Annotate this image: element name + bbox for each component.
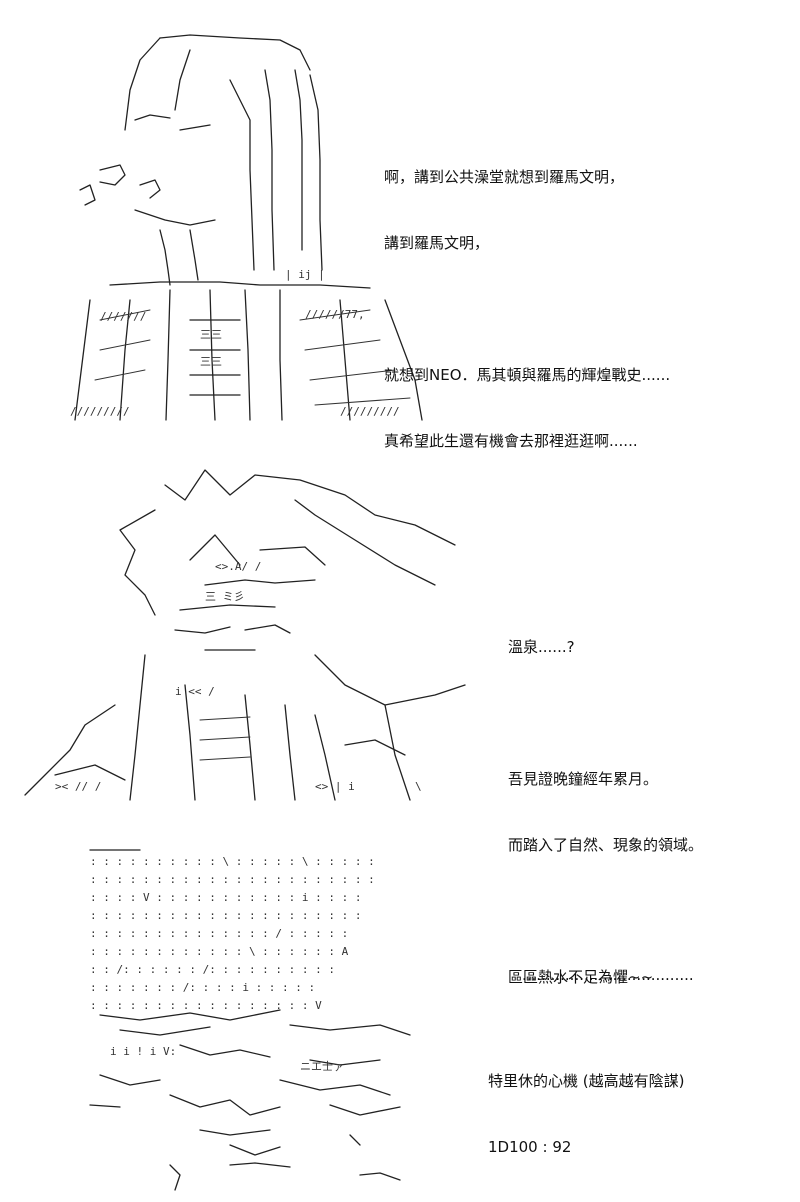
dialogue-line: 而踏入了自然、現象的領域。 xyxy=(508,836,704,854)
svg-text:<> | i: <> | i xyxy=(315,780,355,793)
ascii-art-character-long-hair: | ij | /////// //////77, ///////// /////… xyxy=(40,20,440,430)
ascii-art-figure-2: <>.A/ / 三 ミ彡 i << / >< // / <> | i \ xyxy=(24,469,466,801)
dialogue-line: 就想到NEO．馬其頓與羅馬的輝煌戰史...... xyxy=(384,366,671,384)
dialogue-line: 講到羅馬文明， xyxy=(384,234,490,252)
panel-hot-spring: <>.A/ / 三 ミ彡 i << / >< // / <> | i \ 溫泉.… xyxy=(0,440,800,986)
dialogue-block-1: 啊，講到公共澡堂就想到羅馬文明， 講到羅馬文明， 就想到NEO．馬其頓與羅馬的輝… xyxy=(384,122,670,496)
svg-text://///////: ///////// xyxy=(340,405,400,418)
svg-text:: : : : V : : : : : : : : : :: : : : : V : : : : : : : : : : : i : : : … xyxy=(90,891,362,904)
dialogue-line: 溫泉......? xyxy=(508,638,575,656)
dialogue-block-4: 特里休的心機 (越高越有陰謀) 1D100 : 92 xyxy=(488,1026,684,1202)
dot-shading: : : : : : : : : : : \ : : : : : \ : : : … xyxy=(90,855,375,1012)
panel-roman-bath: | ij | /////// //////77, ///////// /////… xyxy=(0,0,800,450)
line-gap xyxy=(384,298,670,320)
ellipsis-line: .................................... xyxy=(522,966,694,984)
dice-roll-result: 1D100 : 92 xyxy=(488,1138,572,1156)
dialogue-block-3: .................................... xyxy=(522,920,694,1030)
dialogue-line: 真希望此生還有機會去那裡逛逛啊...... xyxy=(384,432,638,450)
dialogue-block-2: 溫泉......? 吾見證晚鐘經年累月。 而踏入了自然、現象的領域。 區區熱水不… xyxy=(508,592,703,1032)
ascii-art-figure-3: : : : : : : : : : : \ : : : : : \ : : : … xyxy=(89,849,411,1191)
svg-text:///////: /////// xyxy=(100,310,146,323)
svg-text:<>.A/ /: <>.A/ / xyxy=(215,560,261,573)
svg-text:三三: 三三 xyxy=(200,355,222,368)
svg-text:三 ミ彡: 三 ミ彡 xyxy=(205,590,245,603)
svg-text://////77,: //////77, xyxy=(305,308,365,321)
ascii-art-figure-1: | ij | /////// //////77, ///////// /////… xyxy=(70,34,423,421)
svg-text:i i ! i V:: i i ! i V: xyxy=(110,1045,176,1058)
svg-text:: : : : : : : : : : \ : : : :: : : : : : : : : : : \ : : : : : \ : : : … xyxy=(90,855,375,868)
dialogue-line: 區區熱水不足為懼~~ xyxy=(508,968,654,986)
svg-text:: : : : : : : : : : : : \ : :: : : : : : : : : : : : : \ : : : : : : A xyxy=(90,945,349,958)
svg-text:| ij |: | ij | xyxy=(285,268,325,281)
svg-text:: : /: : : : : : /: : : : : :: : : /: : : : : : /: : : : : : : : : : xyxy=(90,963,335,976)
svg-text://///////: ///////// xyxy=(70,405,130,418)
line-gap xyxy=(508,702,703,724)
ascii-art-character-dotted: : : : : : : : : : : \ : : : : : \ : : : … xyxy=(80,845,420,1195)
ascii-art-character-spiky: <>.A/ / 三 ミ彡 i << / >< // / <> | i \ xyxy=(15,455,475,815)
svg-text:三三: 三三 xyxy=(200,328,222,341)
dialogue-line: 啊，講到公共澡堂就想到羅馬文明， xyxy=(384,168,625,186)
dialogue-line: 吾見證晚鐘經年累月。 xyxy=(508,770,659,788)
dialogue-line: 特里休的心機 (越高越有陰謀) xyxy=(488,1072,685,1090)
svg-text:: : : : : : : : : : : : : : :: : : : : : : : : : : : : : : : : : V xyxy=(90,999,322,1012)
svg-text:\: \ xyxy=(415,780,422,793)
svg-text:: : : : : : : : : : : : : : :: : : : : : : : : : : : : : : : : : : : : … xyxy=(90,909,362,922)
svg-text:: : : : : : : : : : : : : : :: : : : : : : : : : : : : : : : : : : : : … xyxy=(90,873,375,886)
panel-scheming: : : : : : : : : : : \ : : : : : \ : : : … xyxy=(0,820,800,1200)
svg-text:: : : : : : : : : : : : : : /: : : : : : : : : : : : : : : / : : : : : xyxy=(90,927,348,940)
svg-text:i << /: i << / xyxy=(175,685,215,698)
svg-text:ニエ士ァ: ニエ士ァ xyxy=(300,1060,344,1073)
svg-text:>< // /: >< // / xyxy=(55,780,101,793)
svg-text:: : : : : : : /: : : : i : : :: : : : : : : : /: : : : i : : : : : xyxy=(90,981,315,994)
